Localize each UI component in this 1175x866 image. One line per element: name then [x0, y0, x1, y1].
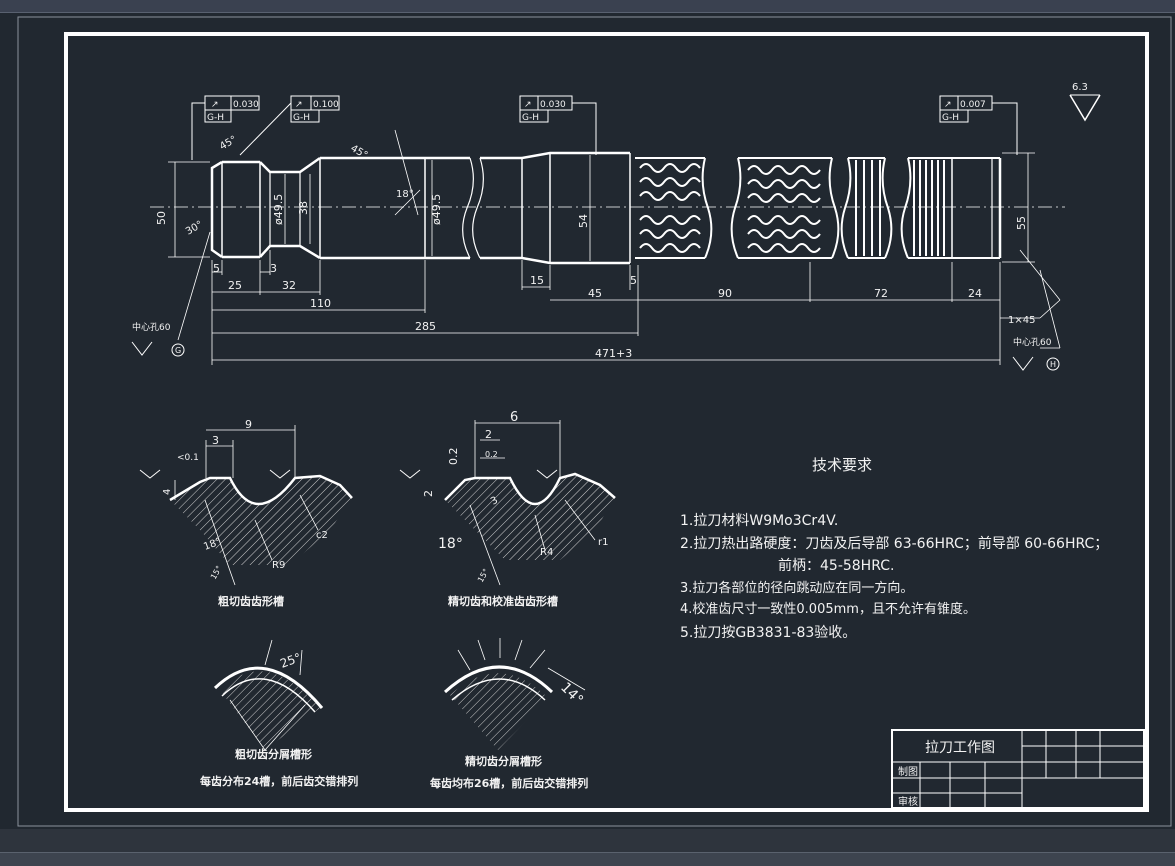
technical-requirements: 技术要求 1.拉刀材料W9Mo3Cr4V. 2.拉刀热出路硬度：刀齿及后导部 6… — [680, 456, 1108, 641]
svg-text:G-H: G-H — [207, 113, 224, 123]
svg-text:471+3: 471+3 — [595, 347, 632, 360]
svg-text:9: 9 — [245, 418, 252, 431]
inner-frame — [64, 32, 1149, 812]
window-top-bar — [0, 0, 1175, 13]
tech-req-item-4: 4.校准齿尺寸一致性0.005mm，且不允许有锥度。 — [680, 601, 976, 617]
svg-text:↗: ↗ — [295, 100, 303, 110]
svg-text:4: 4 — [162, 489, 173, 495]
svg-text:每齿分布24槽，前后齿交错排列: 每齿分布24槽，前后齿交错排列 — [200, 774, 358, 788]
detail-rough-split: 25° 粗切齿分屑槽形 每齿分布24槽，前后齿交错排列 — [200, 639, 358, 788]
svg-text:G: G — [175, 346, 181, 355]
svg-text:14°: 14° — [557, 680, 586, 709]
svg-text:15: 15 — [530, 274, 544, 287]
tolerance-frame-1: ↗ 0.030 G-H — [191, 95, 260, 160]
svg-text:3: 3 — [212, 434, 219, 447]
svg-text:2: 2 — [422, 490, 435, 497]
svg-text:1×45: 1×45 — [1008, 315, 1035, 326]
broach-main-view — [150, 151, 1065, 265]
svg-text:55: 55 — [1015, 216, 1028, 230]
status-bar — [0, 829, 1175, 866]
tech-req-item-5: 5.拉刀按GB3831-83验收。 — [680, 625, 856, 641]
svg-text:285: 285 — [415, 320, 436, 333]
svg-text:r1: r1 — [598, 537, 608, 548]
svg-text:6: 6 — [510, 410, 518, 425]
svg-text:90: 90 — [718, 287, 732, 300]
tech-req-item-2b: 前柄：45-58HRC. — [778, 557, 894, 574]
svg-text:0.2: 0.2 — [447, 448, 460, 466]
tech-req-item-1: 1.拉刀材料W9Mo3Cr4V. — [680, 513, 838, 529]
svg-text:3: 3 — [270, 262, 277, 275]
fine-detail-label: 精切齿和校准齿齿形槽 — [448, 594, 558, 608]
tolerance-frame-3: ↗ 0.030 G-H — [519, 95, 597, 155]
svg-text:24: 24 — [968, 287, 982, 300]
tolerance-frame-2: ↗ 0.100 G-H — [239, 95, 340, 156]
svg-text:18°: 18° — [438, 536, 463, 552]
svg-text:R4: R4 — [540, 547, 553, 558]
svg-text:中心孔60: 中心孔60 — [132, 321, 171, 333]
svg-text:↗: ↗ — [944, 100, 952, 110]
roughness-symbol-corner: 6.3 — [1069, 82, 1101, 122]
detail-fine-tooth: 6 0.2 2 0.2 2 3 18° 15° R4 r1 精切齿和校准齿齿形槽 — [399, 410, 616, 608]
svg-text:38: 38 — [297, 201, 310, 215]
detail-fine-split: 14° 精切齿分屑槽形 每齿均布26槽，前后齿交错排列 — [430, 638, 588, 790]
svg-text:15°: 15° — [209, 564, 224, 581]
svg-text:ø49.5: ø49.5 — [272, 194, 285, 225]
svg-text:H: H — [1050, 360, 1056, 369]
svg-text:↗: ↗ — [211, 100, 219, 110]
rough-detail-label: 粗切齿齿形槽 — [218, 594, 284, 608]
svg-text:25: 25 — [228, 279, 242, 292]
svg-text:25°: 25° — [278, 650, 303, 670]
dimension-lines — [168, 129, 1061, 365]
svg-text:110: 110 — [310, 297, 331, 310]
svg-text:54: 54 — [577, 214, 590, 228]
svg-text:审核: 审核 — [898, 795, 918, 808]
svg-text:↗: ↗ — [524, 100, 532, 110]
svg-text:ø49.5: ø49.5 — [430, 194, 443, 225]
status-strip — [0, 852, 1175, 866]
svg-text:R9: R9 — [272, 560, 285, 571]
svg-text:制图: 制图 — [898, 765, 918, 778]
tech-req-title: 技术要求 — [812, 456, 872, 474]
detail-rough-tooth: 9 3 <0.1 4 18° 15° R9 c2 粗切齿齿形槽 — [139, 418, 353, 608]
svg-text:0.100: 0.100 — [313, 100, 339, 110]
title-block: 拉刀工作图 制图 审核 — [891, 729, 1145, 809]
svg-text:15°: 15° — [476, 567, 491, 584]
svg-text:c2: c2 — [316, 530, 328, 541]
svg-text:精切齿分屑槽形: 精切齿分屑槽形 — [465, 754, 542, 768]
tech-req-item-2: 2.拉刀热出路硬度：刀齿及后导部 63-66HRC；前导部 60-66HRC； — [680, 535, 1108, 552]
svg-text:5: 5 — [630, 274, 637, 287]
svg-text:45: 45 — [588, 287, 602, 300]
svg-text:G-H: G-H — [522, 113, 539, 123]
svg-text:0.2: 0.2 — [485, 450, 498, 459]
svg-text:45°: 45° — [218, 134, 239, 152]
tolerance-frame-4: ↗ 0.007 G-H — [939, 95, 1018, 155]
svg-text:G-H: G-H — [293, 113, 310, 123]
svg-text:5: 5 — [213, 262, 220, 275]
svg-text:18°: 18° — [396, 189, 414, 200]
drawing-svg: 6.3 ↗ 0.030 G-H ↗ 0.100 G-H ↗ 0.030 — [17, 16, 1172, 827]
svg-text:0.030: 0.030 — [233, 100, 259, 110]
svg-text:2: 2 — [485, 428, 492, 441]
tech-req-item-3: 3.拉刀各部位的径向跳动应在同一方向。 — [680, 580, 913, 596]
roughness-value: 6.3 — [1072, 82, 1088, 93]
drawing-title: 拉刀工作图 — [925, 740, 995, 756]
svg-text:中心孔60: 中心孔60 — [1013, 336, 1052, 348]
svg-text:0.007: 0.007 — [960, 100, 986, 110]
svg-text:3: 3 — [489, 495, 500, 508]
outer-frame — [17, 16, 1172, 827]
svg-text:粗切齿分屑槽形: 粗切齿分屑槽形 — [235, 747, 312, 761]
svg-text:72: 72 — [874, 287, 888, 300]
drawing-canvas[interactable]: 6.3 ↗ 0.030 G-H ↗ 0.100 G-H ↗ 0.030 — [0, 13, 1175, 829]
svg-text:每齿均布26槽，前后齿交错排列: 每齿均布26槽，前后齿交错排列 — [430, 776, 588, 790]
svg-text:50: 50 — [155, 211, 168, 225]
svg-text:0.030: 0.030 — [540, 100, 566, 110]
svg-text:G-H: G-H — [942, 113, 959, 123]
svg-text:32: 32 — [282, 279, 296, 292]
svg-text:30°: 30° — [184, 219, 205, 237]
svg-text:<0.1: <0.1 — [177, 453, 199, 463]
